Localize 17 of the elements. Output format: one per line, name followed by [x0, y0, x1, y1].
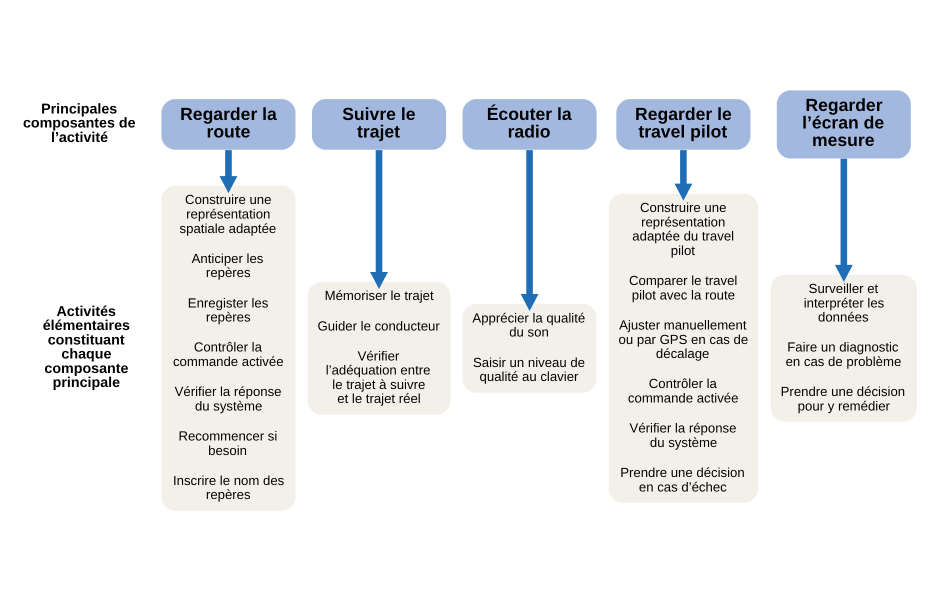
node-box: Regarder la route: [161, 99, 296, 150]
node-box: Mémoriser le trajet Guider le conducteur Vérifier l’adéquation entre le trajet à suivre et le trajet réel: [308, 282, 450, 415]
node-box: Construire une représentation adaptée du travel pilot Comparer le travel pilot avec la route Ajuster manuellement ou par GPS en cas de décalage Contrôler la commande activée Vérifier la réponse du système Prendre une décision en cas d’échec: [608, 194, 758, 503]
arrow: [834, 158, 853, 282]
node-box: Surveiller et interpréter les données Faire un diagnostic en cas de problème Prendre une décision pour y remédier: [770, 274, 917, 422]
node-box: Regarder le travel pilot: [616, 99, 750, 150]
arrow: [220, 150, 238, 194]
node-box: Construire une représentation spatiale adaptée Anticiper les repères Enregister les repères Contrôler la commande activée Vérifier la réponse du système Recommencer si besoin Inscrire le nom des repères: [161, 186, 296, 511]
node-box: Écouter la radio: [462, 99, 597, 150]
label: Activités élémentaires constituant chaque composante principale: [42, 304, 130, 392]
arrow: [674, 150, 692, 201]
arrow: [370, 150, 388, 290]
node-box: Regarder l’écran de mesure: [776, 90, 911, 159]
node-box: Suivre le trajet: [312, 99, 446, 150]
label: Principales composantes de l’activité: [22, 101, 136, 146]
node-box: Apprécier la qualité du son Saisir un niveau de qualité au clavier: [462, 304, 597, 393]
arrow: [520, 150, 538, 311]
